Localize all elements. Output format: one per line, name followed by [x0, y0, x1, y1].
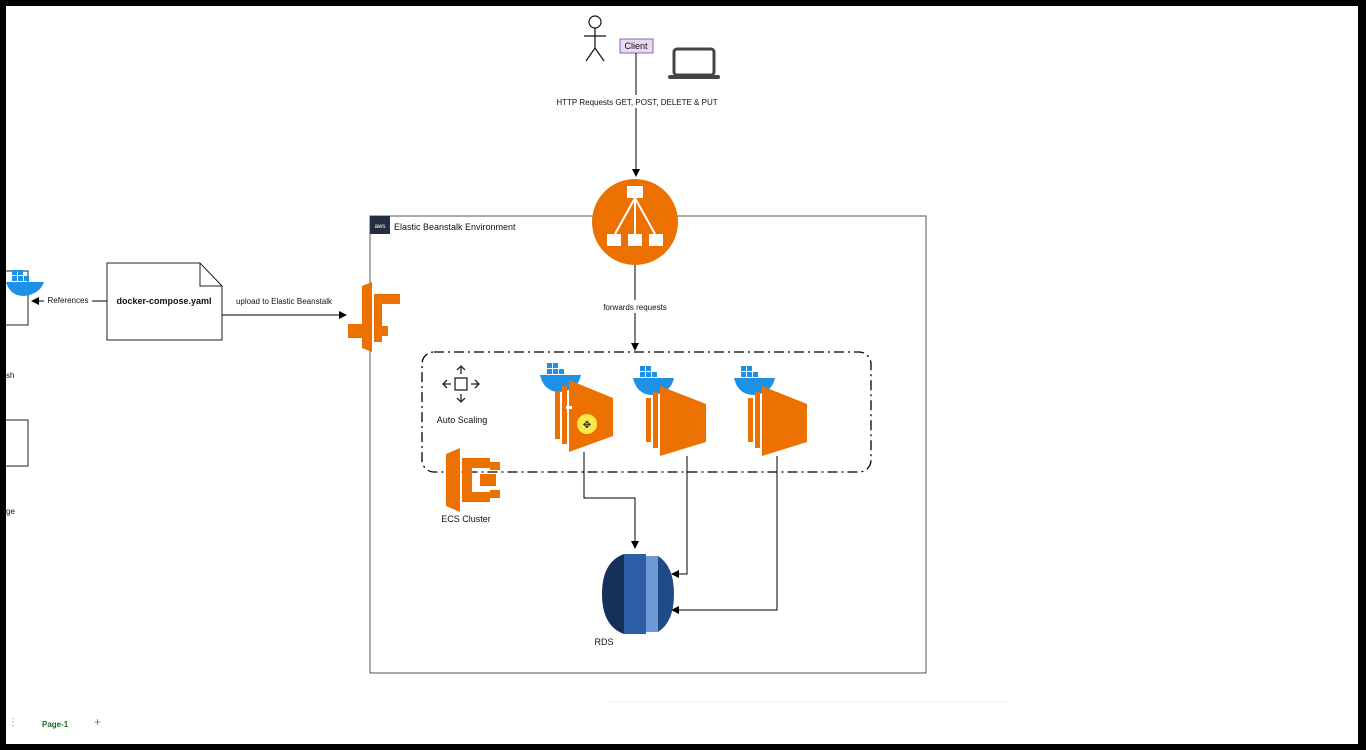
http-requests-label: HTTP Requests GET, POST, DELETE & PUT: [556, 98, 717, 107]
ecs-cluster-icon[interactable]: [446, 448, 500, 512]
left-cut-label-2: ge: [6, 507, 15, 516]
instance1-to-rds-arrow[interactable]: [583, 452, 639, 549]
rds-label: RDS: [594, 637, 613, 647]
left-cut-label-1: sh: [6, 371, 14, 380]
diagram-canvas[interactable]: aws Elastic Beanstalk Environment Client…: [6, 6, 1358, 744]
rds-database-icon[interactable]: [602, 554, 674, 634]
laptop-icon: [668, 47, 720, 79]
ecs-cluster-label: ECS Cluster: [441, 514, 491, 524]
instance3-to-rds-arrow[interactable]: [671, 456, 778, 614]
load-balancer-icon[interactable]: [592, 179, 678, 265]
page-tab-bar: ⋮ Page-1 +: [6, 712, 1358, 744]
aws-badge-text: aws: [375, 224, 386, 230]
add-page-button[interactable]: +: [94, 715, 102, 729]
docker-compose-document[interactable]: [106, 262, 223, 341]
docker-icon: [6, 270, 44, 296]
references-label: References: [48, 296, 89, 305]
upload-label: upload to Elastic Beanstalk: [236, 297, 333, 306]
elastic-beanstalk-icon[interactable]: [348, 282, 400, 352]
left-partial-card[interactable]: [6, 419, 29, 467]
auto-scaling-icon: [442, 365, 480, 403]
user-stick-figure-icon: [584, 15, 606, 62]
client-label: Client: [624, 41, 648, 51]
page-menu-icon[interactable]: ⋮: [8, 717, 18, 728]
cursor-highlight: [577, 414, 597, 434]
forwards-requests-label: forwards requests: [603, 303, 667, 312]
ec2-instance-icon[interactable]: [748, 386, 807, 456]
instance2-to-rds-arrow[interactable]: [671, 456, 688, 578]
ec2-instance-icon[interactable]: [646, 386, 706, 456]
environment-label: Elastic Beanstalk Environment: [394, 222, 516, 232]
auto-scaling-label: Auto Scaling: [437, 415, 488, 425]
docker-compose-label: docker-compose.yaml: [116, 296, 211, 306]
architecture-diagram: aws Elastic Beanstalk Environment Client…: [6, 15, 1006, 703]
aws-logo-icon: aws: [370, 216, 390, 234]
move-cursor-icon: ✥: [583, 420, 591, 431]
tab-page-1[interactable]: Page-1: [42, 720, 69, 729]
